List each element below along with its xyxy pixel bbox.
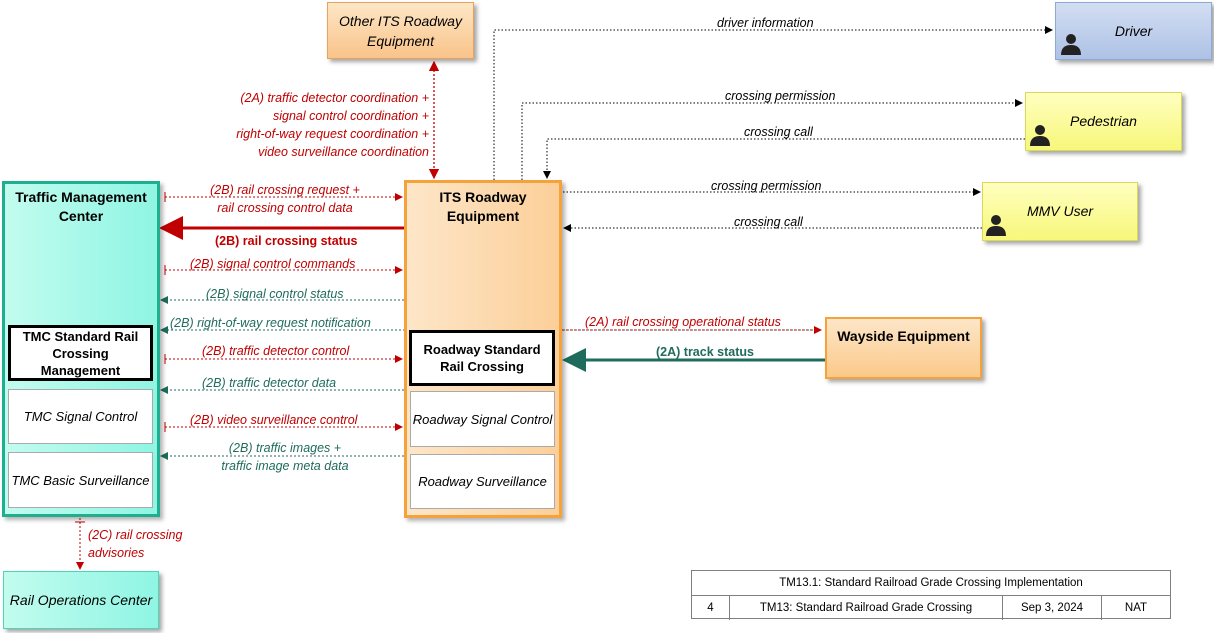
other-its-coord-label: (2A) traffic detector coordination + sig… (236, 91, 429, 159)
signal-status-label: (2B) signal control status (206, 287, 344, 301)
org-cell: NAT (1124, 602, 1148, 614)
page-number-cell: 4 (692, 596, 730, 620)
track-status-label: (2A) track status (656, 345, 754, 359)
driver-label: Driver (1114, 22, 1153, 39)
mmv-user-person-icon (986, 215, 1006, 236)
pedestrian-label: Pedestrian (1070, 113, 1137, 129)
other-its-roadway-node: Other ITS Roadway Equipment (327, 2, 474, 59)
ped-permission-line (521, 99, 1023, 180)
wayside-node: Wayside Equipment (825, 317, 982, 379)
mmv-call-label: crossing call (734, 215, 803, 229)
tmc-std-rail-box: TMC Standard Rail Crossing Management (8, 325, 153, 381)
signal-commands-label: (2B) signal control commands (190, 257, 356, 271)
roadway-surv-box: Roadway Surveillance (410, 454, 555, 509)
rail-status-label: (2B) rail crossing status (215, 234, 358, 248)
rail-operational-label: (2A) rail crossing operational status (585, 315, 781, 329)
video-control-label: (2B) video surveillance control (190, 413, 358, 427)
mmv-permission-label: crossing permission (711, 179, 822, 193)
date-cell: Sep 3, 2024 (1003, 596, 1102, 620)
tmc-title: Traffic Management Center (15, 189, 147, 224)
ped-permission-label: crossing permission (725, 89, 836, 103)
tmc-basic-surv-box: TMC Basic Surveillance (8, 452, 153, 508)
driver-info-label: driver information (717, 16, 814, 30)
mmv-user-node: MMV User (982, 182, 1138, 241)
row-notification-label: (2B) right-of-way request notification (170, 316, 371, 330)
driver-info-line (493, 26, 1053, 180)
roadway-signal-box: Roadway Signal Control (410, 391, 555, 447)
ped-call-label: crossing call (744, 125, 813, 139)
detector-control-label: (2B) traffic detector control (202, 344, 350, 358)
pedestrian-person-icon (1030, 125, 1050, 146)
tmc-signal-box: TMC Signal Control (8, 389, 153, 444)
traffic-images-label: (2B) traffic images + traffic image meta… (221, 441, 349, 473)
driver-node: Driver (1055, 2, 1212, 60)
rail-ops-node: Rail Operations Center (3, 571, 159, 629)
rail-request-label: (2B) rail crossing request + rail crossi… (210, 183, 360, 215)
advisories-label: (2C) rail crossing advisories (88, 528, 183, 560)
other-its-label: Other ITS Roadway Equipment (339, 12, 462, 49)
its-roadway-title: ITS Roadway Equipment (439, 189, 527, 224)
mmv-user-label: MMV User (1026, 203, 1094, 219)
ped-call-line (543, 138, 1025, 179)
diagram-title-cell: TM13.1: Standard Railroad Grade Crossing… (692, 571, 1170, 596)
driver-person-icon (1061, 34, 1081, 55)
package-cell: TM13: Standard Railroad Grade Crossing (730, 596, 1003, 620)
detector-data-label: (2B) traffic detector data (202, 376, 337, 390)
diagram-info-table: TM13.1: Standard Railroad Grade Crossing… (691, 570, 1171, 620)
pedestrian-node: Pedestrian (1025, 92, 1182, 151)
roadway-std-rail-box: Roadway Standard Rail Crossing (409, 330, 555, 386)
